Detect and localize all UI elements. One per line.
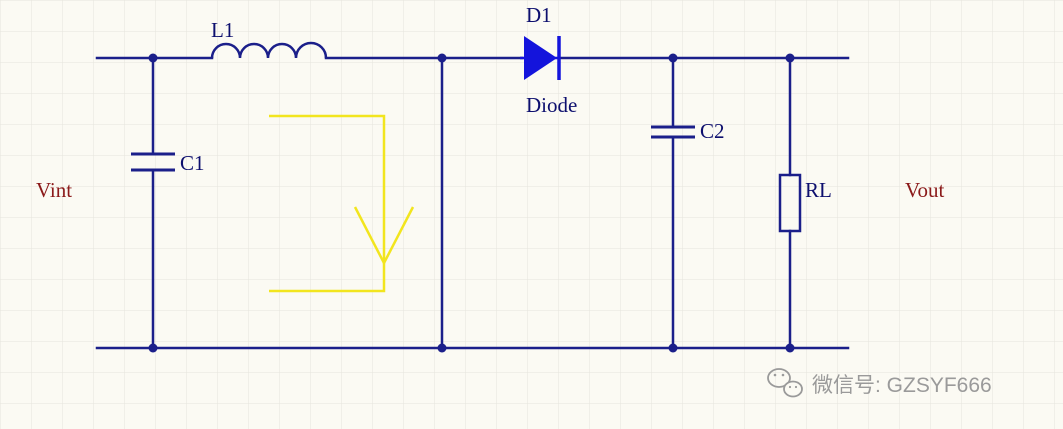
diode-designator: D1 [526,3,552,27]
inductor-coil [210,41,328,59]
current-loop [269,114,386,293]
resistor-rl: RL [778,173,832,233]
watermark: 微信号: GZSYF666 [767,368,992,398]
junction-dot [785,343,795,353]
watermark-text: 微信号: GZSYF666 [812,374,992,397]
rl-label: RL [805,178,832,202]
junction-dot [148,343,158,353]
wechat-icon [767,368,803,398]
junction-dot [668,53,678,63]
diode-type-label: Diode [526,93,577,117]
junction-dot [785,53,795,63]
capacitor-c2: C2 [651,119,725,143]
junction-dot [437,343,447,353]
arrowhead-right [382,206,415,264]
junction-dot [148,53,158,63]
wires [95,56,850,350]
junction-dot [668,343,678,353]
capacitor-c1: C1 [131,151,205,175]
diode-d1: D1 Diode [520,3,577,117]
input-port-label: Vint [36,178,72,202]
inductor-label: L1 [211,18,234,42]
output-port-label: Vout [905,178,944,202]
current-path-arrow [269,114,415,293]
c2-label: C2 [700,119,725,143]
arrowhead-left [353,206,386,264]
c1-label: C1 [180,151,205,175]
junctions [148,53,795,353]
junction-dot [437,53,447,63]
inductor-l1: L1 [210,18,328,59]
resistor-body [778,173,802,233]
